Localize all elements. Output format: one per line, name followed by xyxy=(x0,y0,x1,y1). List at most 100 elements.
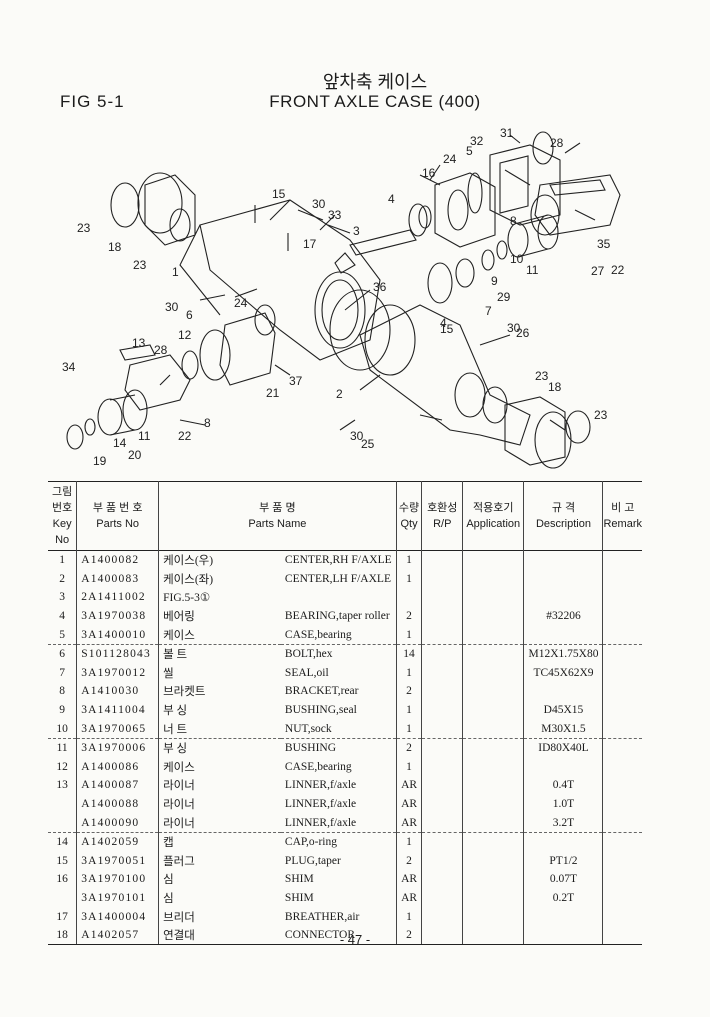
callout-14: 14 xyxy=(113,436,127,450)
description-cell: M12X1.75X80 xyxy=(523,643,603,664)
qty-cell: AR xyxy=(395,776,422,795)
qty-cell: 1 xyxy=(395,625,422,645)
callout-15: 15 xyxy=(272,187,286,201)
callout-20: 20 xyxy=(128,448,142,462)
remark-cell xyxy=(602,737,642,758)
parts-no-cell: A1400083 xyxy=(76,569,159,589)
english-name-cell: BUSHING xyxy=(280,737,397,758)
english-name-cell: SEAL,oil xyxy=(284,666,329,679)
application-cell xyxy=(462,831,524,852)
description-cell xyxy=(523,831,603,852)
key-no-cell: 2 xyxy=(59,572,65,585)
remark-cell xyxy=(602,700,642,720)
remark-cell xyxy=(602,851,642,871)
callout-13: 13 xyxy=(132,336,146,350)
qty-cell xyxy=(395,588,422,607)
callout-35: 35 xyxy=(597,237,611,251)
remark-cell xyxy=(602,907,642,926)
key-no-cell: 1 xyxy=(59,554,65,567)
parts-no-cell: 3A1970012 xyxy=(76,663,159,683)
description-cell: 3.2T xyxy=(523,813,603,833)
description-cell: 0.4T xyxy=(523,776,603,795)
korean-name-cell: 심 xyxy=(158,888,281,908)
parts-no-cell: 2A1411002 xyxy=(76,588,159,607)
page-number: - 47 - xyxy=(339,932,371,947)
korean-name-cell: 부 싱 xyxy=(158,737,281,758)
korean-name-cell: 케이스(우) xyxy=(158,550,281,570)
qty-cell: 2 xyxy=(395,737,422,758)
remark-cell xyxy=(602,794,642,814)
korean-name-cell: FIG.5-3① xyxy=(158,588,281,607)
callout-23: 23 xyxy=(535,369,549,383)
callout-23: 23 xyxy=(133,258,147,272)
description-cell: 1.0T xyxy=(523,794,603,814)
remark-cell xyxy=(602,719,642,739)
callout-34: 34 xyxy=(62,360,76,374)
callout-18: 18 xyxy=(548,380,562,394)
key-no-cell xyxy=(48,813,77,832)
key-no-cell: 4 xyxy=(59,610,65,623)
parts-no-cell: 3A1411004 xyxy=(76,700,159,720)
qty-cell: 1 xyxy=(395,831,422,852)
english-name-cell: CENTER,LH F/AXLE xyxy=(284,572,391,585)
remark-cell xyxy=(602,757,642,777)
callout-30: 30 xyxy=(165,300,179,314)
callout-26: 26 xyxy=(516,326,530,340)
rp-cell xyxy=(421,851,463,871)
parts-no-cell: 3A1400010 xyxy=(76,625,159,645)
english-name-cell: SHIM xyxy=(284,873,314,886)
english-name-cell: SHIM xyxy=(284,891,314,904)
english-name-cell: NUT,sock xyxy=(284,722,332,735)
description-cell: #32206 xyxy=(523,606,603,626)
callout-3: 3 xyxy=(353,224,360,238)
rp-cell xyxy=(421,813,463,833)
callout-19: 19 xyxy=(93,454,107,468)
korean-name-cell: 브리더 xyxy=(158,907,281,926)
parts-no-cell: A1402057 xyxy=(76,925,159,946)
parts-no-cell: 3A1400004 xyxy=(76,907,159,926)
korean-name-cell: 부 싱 xyxy=(158,700,281,720)
description-cell xyxy=(523,550,603,570)
rp-cell xyxy=(421,606,463,626)
title-korean: 앞차축 케이스 xyxy=(322,72,428,92)
callout-27: 27 xyxy=(591,264,605,278)
rp-cell xyxy=(421,643,463,664)
application-cell xyxy=(462,925,524,946)
key-no-cell: 15 xyxy=(56,854,68,867)
rp-cell xyxy=(421,550,463,570)
rp-cell xyxy=(421,625,463,645)
korean-name-cell: 연결대 xyxy=(158,925,281,946)
english-name-cell: BUSHING,seal xyxy=(284,704,357,717)
english-name-cell: CASE,bearing xyxy=(284,628,352,641)
parts-no-cell: A1400086 xyxy=(76,757,159,777)
parts-no-cell: A1400088 xyxy=(76,794,159,814)
qty-cell: 1 xyxy=(395,550,422,570)
application-cell xyxy=(462,813,524,833)
remark-cell xyxy=(602,682,642,701)
remark-cell xyxy=(602,870,642,889)
rp-cell xyxy=(421,925,463,946)
callout-9: 9 xyxy=(491,274,498,288)
callout-32: 32 xyxy=(470,134,484,148)
description-cell xyxy=(523,588,603,607)
qty-cell: 1 xyxy=(395,700,422,720)
remark-cell xyxy=(602,925,642,946)
key-no-cell: 3 xyxy=(59,591,65,604)
qty-cell: 2 xyxy=(395,851,422,871)
english-name-cell: PLUG,taper xyxy=(284,854,341,867)
qty-cell: 2 xyxy=(395,606,422,626)
key-no-cell: 14 xyxy=(48,831,77,852)
key-no-cell: 17 xyxy=(56,910,68,923)
